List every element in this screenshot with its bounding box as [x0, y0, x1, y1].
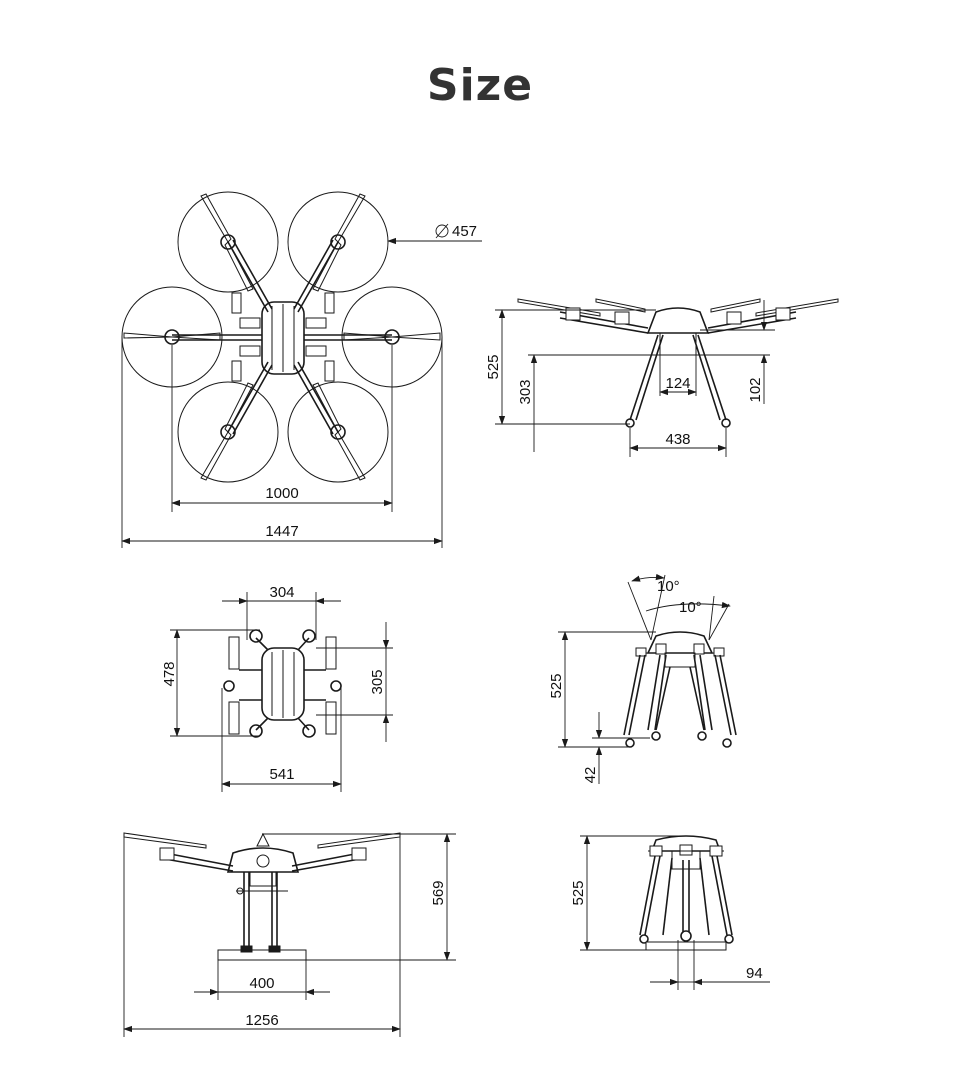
drone-body	[261, 301, 305, 375]
diameter-icon	[435, 223, 449, 239]
dim-depth-right: 305	[369, 669, 386, 694]
dim-overall-width: 1256	[245, 1012, 278, 1029]
dim-rotor-span: 1000	[265, 485, 298, 502]
dim-height: 525	[548, 673, 565, 698]
dim-clearance: 42	[582, 767, 599, 784]
propeller-disc	[177, 381, 279, 483]
dim-height: 525	[570, 880, 587, 905]
front-view-unfolded: 525 303 124 102 438	[485, 298, 839, 457]
top-view: 1000 1447 457	[121, 191, 482, 548]
dim-body-height: 303	[517, 379, 534, 404]
dim-depth: 94	[746, 965, 763, 982]
drone-body	[261, 647, 305, 721]
dim-center-width: 124	[665, 375, 690, 392]
page-title: Size	[426, 60, 534, 111]
propeller-disc	[287, 381, 389, 483]
dim-skid-width: 438	[665, 431, 690, 448]
dim-overall-width: 1447	[265, 523, 298, 540]
angle-outer: 10°	[657, 578, 680, 595]
propeller-disc	[177, 191, 279, 293]
dim-height: 525	[485, 354, 502, 379]
dim-depth-left: 478	[161, 661, 178, 686]
dim-width-bottom: 541	[269, 766, 294, 783]
folded-side-view: 525 94	[570, 835, 770, 990]
angle-inner: 10°	[679, 599, 702, 616]
dim-offset: 102	[747, 377, 764, 402]
folded-top-view: 304 478 305 541	[161, 584, 393, 792]
dim-propeller-diameter: 457	[452, 223, 477, 240]
dim-width-top: 304	[269, 584, 294, 601]
side-view: 569 400 1256	[123, 832, 456, 1037]
dim-skid-width: 400	[249, 975, 274, 992]
folded-front-view: 10° 10° 525 42	[548, 573, 737, 784]
dim-height: 569	[430, 880, 447, 905]
